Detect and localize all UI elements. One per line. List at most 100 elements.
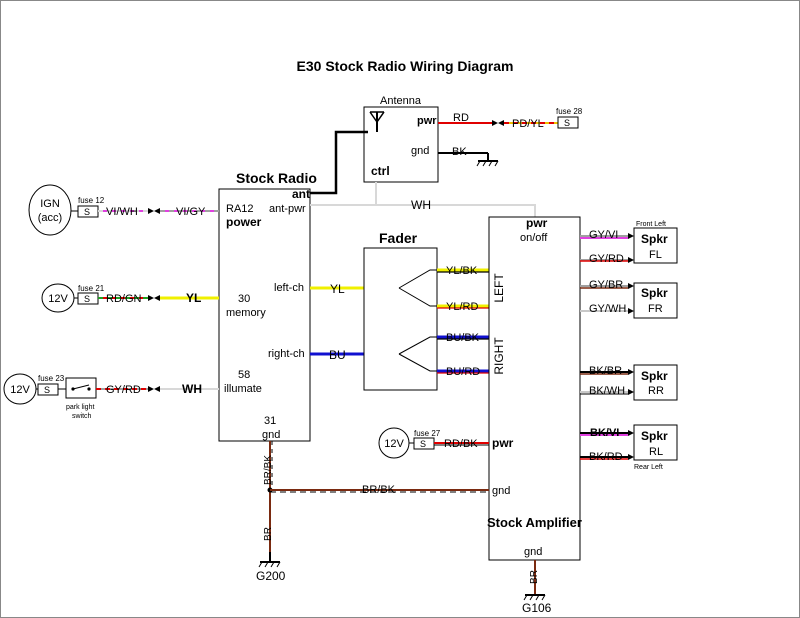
spk-rr-wire-1-label: BK/BR <box>589 365 622 377</box>
radio-power-label: power <box>226 215 262 229</box>
connector-arrow <box>148 295 154 301</box>
g106-label: G106 <box>522 601 552 615</box>
g200-label: G200 <box>256 569 286 583</box>
amp-12v-label: 12V <box>384 438 404 450</box>
g200-wire-label: BR <box>263 527 274 541</box>
park-light-switch <box>65 377 97 399</box>
ground-symbol <box>258 552 281 568</box>
radio-ant-pwr-pin: ant-pwr <box>269 203 306 215</box>
speaker-fr-pos: FR <box>648 303 663 315</box>
memory-wire-2-label: YL <box>186 291 201 305</box>
spk-fl-wire-1-label: GY/VI <box>589 229 618 241</box>
antenna-gnd-pin: gnd <box>411 145 429 157</box>
ign-wire-2-label: VI/GY <box>176 206 206 218</box>
memory-wire-1-label: RD/GN <box>106 293 142 305</box>
connector-arrow <box>628 233 634 239</box>
ground-symbol <box>476 153 499 167</box>
speaker-fl <box>633 227 678 264</box>
connector-arrow <box>628 308 634 314</box>
amp-pwr-in-pin: pwr <box>492 436 514 450</box>
amp-gnd-bottom-pin: gnd <box>524 546 542 558</box>
radio-title: Stock Radio <box>236 170 317 186</box>
amp-pwr-wire-label: RD/BK <box>444 438 478 450</box>
spk-fr-wire-2-label: GY/WH <box>589 303 626 315</box>
fader-split <box>398 336 437 355</box>
fuse-23-label: fuse 23 <box>38 374 65 383</box>
spk-rl-wire-2-label: BK/RD <box>589 451 623 463</box>
fader-out-1-label: YL/BK <box>446 265 478 277</box>
g106-wire-label: BR <box>529 570 540 584</box>
spk-rl-wire-1-label: BK/VI <box>590 427 619 439</box>
fuse-12-glyph: S <box>84 207 90 217</box>
fuse-27-glyph: S <box>420 439 426 449</box>
connector-arrow <box>628 430 634 436</box>
switch-label-2: switch <box>72 413 92 420</box>
antenna-pwr-wire2-label: PD/YL <box>512 118 544 130</box>
connector-arrow <box>628 257 634 263</box>
amp-remote-wire <box>491 204 536 217</box>
connector-arrow <box>154 386 160 392</box>
speaker-fr-name: Spkr <box>641 286 668 300</box>
antenna-label: Antenna <box>380 95 422 107</box>
spk-rr-wire-2-label: BK/WH <box>589 385 625 397</box>
radio-ant-pin: ant <box>292 187 310 201</box>
fader-out-3-label: BU/BK <box>446 332 480 344</box>
radio-memory-label: memory <box>226 307 266 319</box>
radio-gnd-wire-label: BR/BK <box>263 455 274 485</box>
radio-pin-30: 30 <box>238 293 250 305</box>
amp-title: Stock Amplifier <box>487 515 582 530</box>
radio-right-ch-pin: right-ch <box>268 348 305 360</box>
fader-out-2-label: YL/RD <box>446 301 478 313</box>
speaker-rl-caption: Rear Left <box>634 464 663 471</box>
fuse-28 <box>557 116 579 129</box>
connector-arrow <box>148 386 154 392</box>
ground-symbol <box>523 594 546 601</box>
fuse-27-label: fuse 27 <box>414 429 441 438</box>
speaker-rr-pos: RR <box>648 385 664 397</box>
radio-pin-58: 58 <box>238 369 250 381</box>
amp-gnd-wire-label: BR/BK <box>362 484 396 496</box>
fuse-12-label: fuse 12 <box>78 196 105 205</box>
radio-pin-31: 31 <box>264 415 276 427</box>
stock-amplifier-box <box>488 216 581 561</box>
fuse-28-glyph: S <box>564 118 570 128</box>
fuse-23-glyph: S <box>44 385 50 395</box>
fuse-28-label: fuse 28 <box>556 107 583 116</box>
radio-ra12-pin: RA12 <box>226 203 254 215</box>
ant-pwr-wire-label: WH <box>411 198 431 212</box>
amp-gnd-pin: gnd <box>492 485 510 497</box>
switch-label-1: park light <box>66 404 94 411</box>
amp-pwr-pin: pwr <box>526 216 548 230</box>
speaker-rl-pos: RL <box>649 446 663 458</box>
speaker-fl-pos: FL <box>649 249 662 261</box>
illum-wire-2-label: WH <box>182 382 202 396</box>
connector-arrow <box>498 120 504 126</box>
fuse-21-glyph: S <box>84 294 90 304</box>
connector-arrow <box>628 283 634 289</box>
radio-left-ch-pin: left-ch <box>274 282 304 294</box>
connector-arrow <box>492 120 498 126</box>
connector-arrow <box>154 208 160 214</box>
antenna-pwr-pin: pwr <box>417 115 437 127</box>
amp-right-label: RIGHT <box>492 337 506 375</box>
illum-12v-label: 12V <box>10 384 30 396</box>
spk-fr-wire-1-label: GY/BR <box>589 279 623 291</box>
right-ch-wire-label: BU <box>329 348 346 362</box>
connector-arrow <box>148 208 154 214</box>
amp-left-label: LEFT <box>492 273 506 303</box>
speaker-rl <box>633 424 678 461</box>
speaker-rl-name: Spkr <box>641 429 668 443</box>
connector-arrow <box>628 454 634 460</box>
memory-12v-label: 12V <box>48 293 68 305</box>
connector-arrow <box>628 369 634 375</box>
antenna-gnd-wire-label: BK <box>452 146 467 158</box>
antenna-icon <box>369 111 385 132</box>
ign-wire-1-label: VI/WH <box>106 206 138 218</box>
stock-radio-box <box>218 188 311 442</box>
ign-label-2: (acc) <box>38 212 62 224</box>
amp-onoff-label: on/off <box>520 232 548 244</box>
fader-box <box>363 247 438 391</box>
speaker-rr <box>633 364 678 401</box>
speaker-fr <box>633 282 678 319</box>
connector-arrow <box>154 295 160 301</box>
